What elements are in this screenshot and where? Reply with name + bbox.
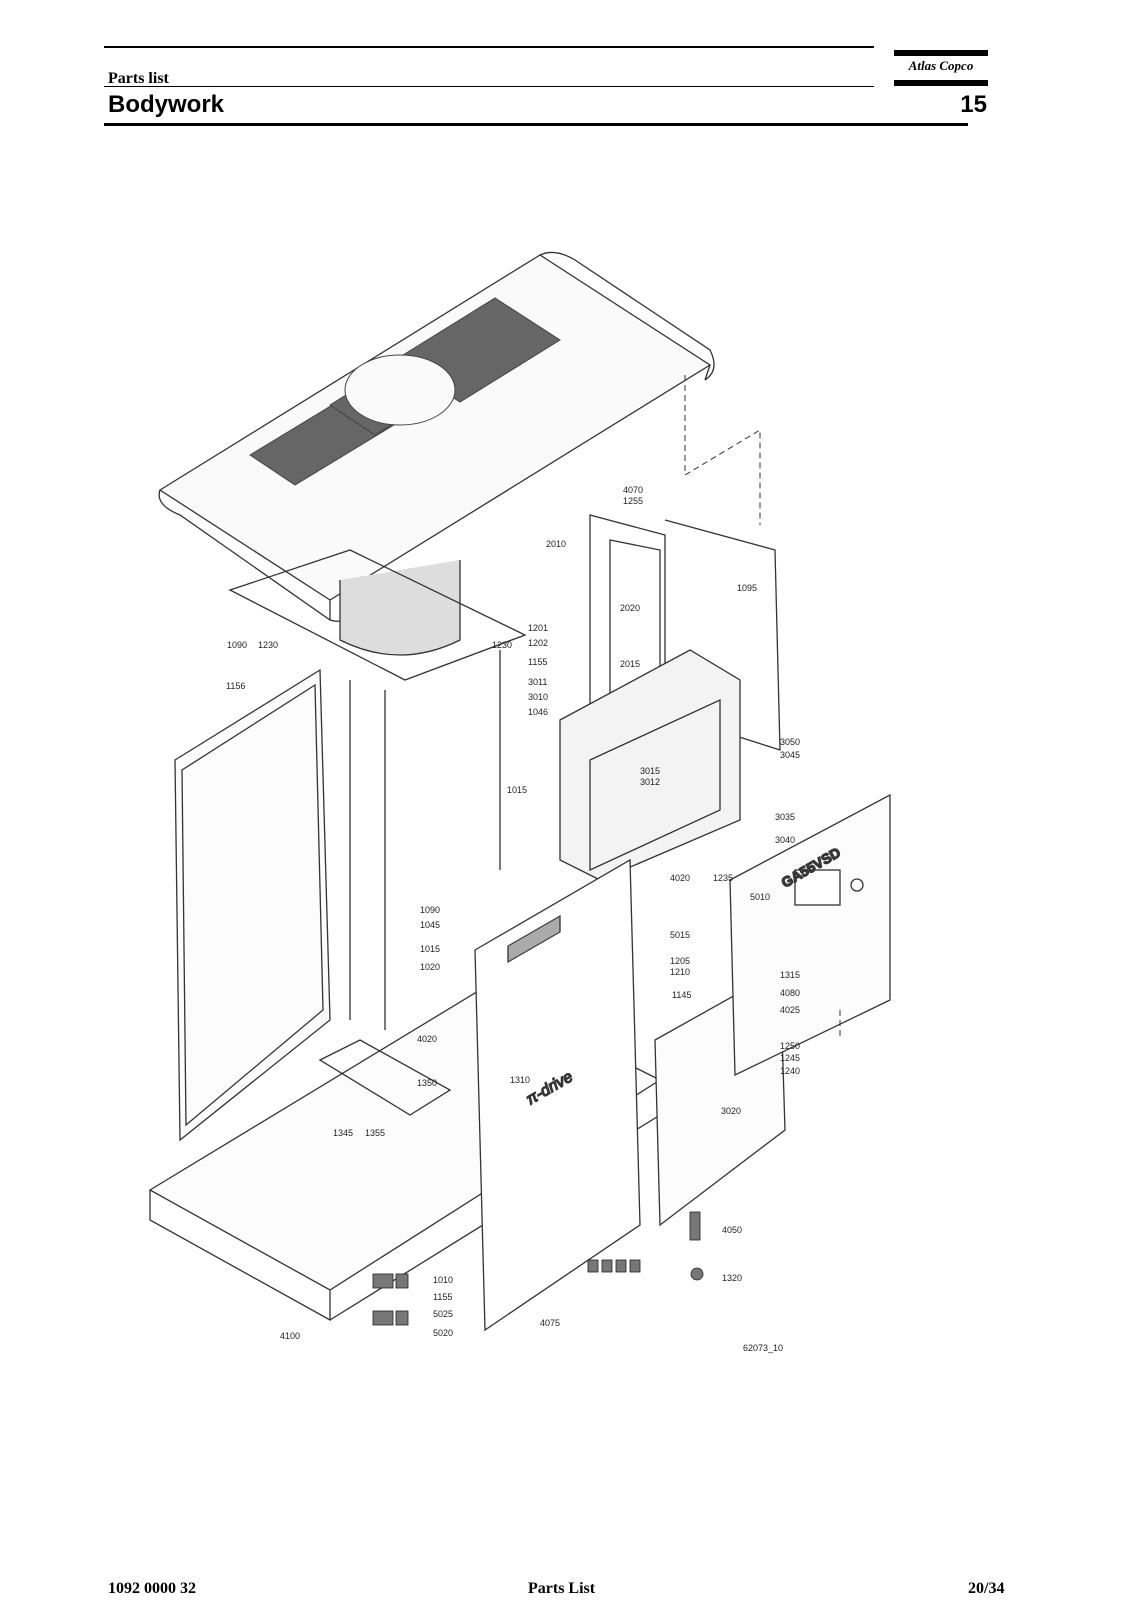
callout-2015: 2015 (620, 659, 640, 669)
callout-1020: 1020 (420, 962, 440, 972)
callout-3050: 3050 (780, 737, 800, 747)
callout-4075: 4075 (540, 1318, 560, 1328)
callout-4070: 4070 (623, 485, 643, 495)
callout-3010: 3010 (528, 692, 548, 702)
callout-1320: 1320 (722, 1273, 742, 1283)
front-door (474, 858, 641, 1332)
callout-1255: 1255 (623, 496, 643, 506)
callouts: 4070 1255 2010 1095 2020 1201 1202 2015 … (226, 485, 800, 1353)
callout-1090-top: 1090 (227, 640, 247, 650)
callout-1350: 1350 (417, 1078, 437, 1088)
callout-3045: 3045 (780, 750, 800, 760)
callout-4025: 4025 (780, 1005, 800, 1015)
callout-1310: 1310 (510, 1075, 530, 1085)
left-side-panel (174, 668, 331, 1142)
callout-1155-top: 1155 (528, 657, 547, 667)
callout-3012: 3012 (640, 777, 660, 787)
footer-doc-number: 1092 0000 32 (108, 1580, 196, 1597)
drawing-reference: 62073_10 (743, 1343, 783, 1353)
footer-page-number: 20/34 (968, 1580, 1005, 1597)
callout-1245: 1245 (780, 1053, 800, 1063)
callout-1015-low: 1015 (420, 944, 440, 954)
callout-1010: 1010 (433, 1275, 453, 1285)
fan-housing (339, 560, 461, 656)
callout-4100: 4100 (280, 1331, 300, 1341)
callout-1205: 1205 (670, 956, 690, 966)
callout-2010: 2010 (546, 539, 566, 549)
callout-3011: 3011 (528, 677, 547, 687)
header-mid-rule (104, 86, 874, 87)
callout-1095: 1095 (737, 583, 757, 593)
callout-1202: 1202 (528, 638, 548, 648)
callout-3040: 3040 (775, 835, 795, 845)
callout-3015: 3015 (640, 766, 660, 776)
roof-grille (249, 297, 561, 486)
callout-4020-lower: 4020 (417, 1034, 437, 1044)
callout-4080: 4080 (780, 988, 800, 998)
callout-5025: 5025 (433, 1309, 453, 1319)
control-box (559, 649, 741, 881)
callout-1045: 1045 (420, 920, 440, 930)
callout-4050: 4050 (722, 1225, 742, 1235)
callout-1145: 1145 (672, 990, 691, 1000)
section-label: Parts list (108, 70, 169, 87)
callout-1240: 1240 (780, 1066, 800, 1076)
bracket (318, 1039, 452, 1116)
callout-1235: 1235 (713, 873, 733, 883)
callout-1046: 1046 (528, 707, 548, 717)
callout-1315: 1315 (780, 970, 800, 980)
callout-1090-lower: 1090 (420, 905, 440, 915)
callout-3020: 3020 (721, 1106, 741, 1116)
control-panel (729, 793, 891, 1077)
callout-1201: 1201 (528, 623, 548, 633)
frame-plate (228, 549, 527, 681)
callout-1230-right: 1230 (492, 640, 512, 650)
callout-4020-upper: 4020 (670, 873, 690, 883)
bodywork-exploded-drawing: π-drive GA55VSD 4070 1255 2010 1095 2020… (148, 251, 891, 1353)
callout-2020: 2020 (620, 603, 640, 613)
callout-1156: 1156 (226, 681, 245, 691)
callout-1155-low: 1155 (433, 1292, 452, 1302)
brand-logo: Atlas Copco (894, 50, 988, 88)
page-title: Bodywork (108, 91, 225, 118)
header-bottom-rule (104, 123, 968, 126)
callout-1345: 1345 (333, 1128, 353, 1138)
section-number: 15 (960, 91, 987, 118)
callout-5015: 5015 (670, 930, 690, 940)
callout-1355: 1355 (365, 1128, 385, 1138)
callout-1250: 1250 (780, 1041, 800, 1051)
header-top-rule (104, 46, 874, 48)
callout-5010: 5010 (750, 892, 770, 902)
callout-3035: 3035 (775, 812, 795, 822)
footer-doc-title: Parts List (528, 1580, 596, 1597)
callout-1210: 1210 (670, 967, 690, 977)
brand-logo-text: Atlas Copco (908, 58, 974, 73)
callout-1015-mid: 1015 (507, 785, 527, 795)
roof-panel (158, 254, 712, 601)
callout-5020: 5020 (433, 1328, 453, 1338)
callout-1230-left: 1230 (258, 640, 278, 650)
